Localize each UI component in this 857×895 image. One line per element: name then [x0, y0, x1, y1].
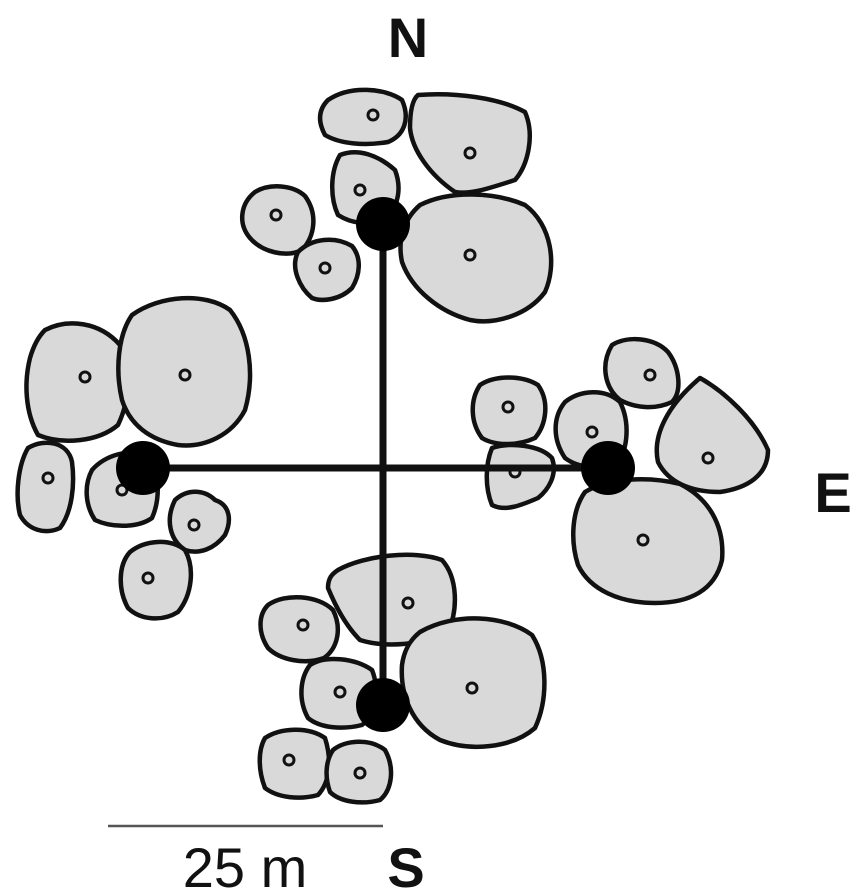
tree-center: [141, 571, 155, 585]
tree-center: [78, 370, 92, 384]
tree-center: [353, 183, 367, 197]
tree-center: [501, 400, 515, 414]
tree-center: [366, 108, 380, 122]
tree-crown: [24, 321, 131, 443]
plot-marker-north: [356, 197, 410, 251]
tree-crown: [654, 375, 771, 495]
tree-center: [353, 766, 367, 780]
tree-crown: [15, 440, 76, 534]
north-label: N: [388, 6, 428, 69]
west-cluster: [15, 295, 253, 621]
tree-crown: [257, 727, 332, 800]
east-label: E: [814, 461, 851, 524]
tree-crown: [317, 87, 408, 147]
tree-crown: [603, 336, 681, 410]
tree-center: [463, 248, 477, 262]
tree-center: [187, 518, 201, 532]
scale-label: 25 m: [183, 836, 308, 895]
tree-center: [701, 451, 715, 465]
tree-center: [178, 368, 192, 382]
tree-center: [282, 753, 296, 767]
plot-marker-east: [581, 441, 635, 495]
plot-marker-south: [356, 678, 410, 732]
tree-center: [465, 681, 479, 695]
tree-center: [463, 146, 477, 160]
south-cluster: [257, 552, 547, 805]
tree-crown: [484, 442, 556, 511]
tree-center: [643, 368, 657, 382]
tree-center: [636, 533, 650, 547]
tree-center: [333, 685, 347, 699]
tree-center: [296, 618, 310, 632]
tree-center: [318, 261, 332, 275]
plot-marker-west: [116, 441, 170, 495]
south-label: S: [387, 836, 424, 895]
tree-crown: [407, 92, 532, 195]
tree-center: [41, 471, 55, 485]
tree-center: [585, 425, 599, 439]
east-cluster: [470, 336, 771, 606]
tree-crown: [118, 539, 194, 621]
tree-center: [269, 208, 283, 222]
tree-center: [401, 596, 415, 610]
